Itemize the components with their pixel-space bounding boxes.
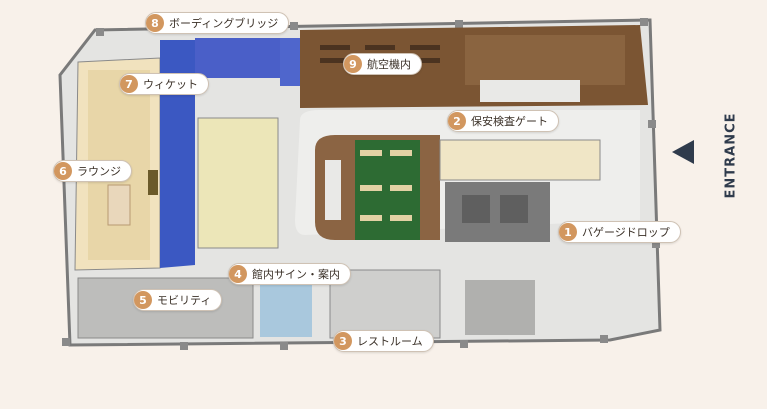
zone-name: 館内サイン・案内: [252, 268, 340, 281]
stair-room: [197, 117, 279, 249]
baggage-counter: [439, 139, 601, 181]
bridge-connector: [280, 38, 300, 86]
zone-label-wicket[interactable]: 7 ウィケット: [119, 73, 209, 95]
entrance-arrow-icon: [672, 140, 694, 164]
zone-name: 航空機内: [367, 58, 411, 71]
zone-number: 5: [134, 291, 152, 309]
bridge-upper: [195, 38, 280, 78]
sign-panel: [260, 275, 312, 337]
zone-label-security-gate[interactable]: 2 保安検査ゲート: [447, 110, 559, 132]
zone-name: ラウンジ: [77, 165, 121, 178]
entrance-label: ENTRANCE: [723, 112, 739, 199]
zone-number: 7: [120, 75, 138, 93]
lounge-plant: [148, 170, 158, 195]
stair-lower: [465, 280, 535, 335]
zone-name: 保安検査ゲート: [471, 115, 548, 128]
zone-number: 1: [559, 223, 577, 241]
zone-label-boarding-bridge[interactable]: 8 ボーディングブリッジ: [145, 12, 290, 34]
zone-name: バゲージドロップ: [582, 226, 670, 239]
zone-label-baggage-drop[interactable]: 1 バゲージドロップ: [558, 221, 681, 243]
entrance-marker: ENTRANCE: [668, 100, 739, 210]
restroom-block: [329, 269, 441, 339]
baggage-machines: [445, 182, 550, 242]
zone-name: モビリティ: [157, 294, 212, 307]
zone-label-signage[interactable]: 4 館内サイン・案内: [228, 263, 351, 285]
zone-number: 9: [344, 55, 362, 73]
zone-number: 6: [54, 162, 72, 180]
lounge-table: [107, 184, 131, 226]
zone-label-mobility[interactable]: 5 モビリティ: [133, 289, 223, 311]
boarding-bridge: [160, 40, 195, 268]
zone-label-lounge[interactable]: 6 ラウンジ: [53, 160, 132, 182]
zone-number: 2: [448, 112, 466, 130]
zone-number: 8: [146, 14, 164, 32]
cabin-galley: [480, 80, 580, 102]
zone-number: 3: [334, 332, 352, 350]
zone-number: 4: [229, 265, 247, 283]
zone-label-restroom[interactable]: 3 レストルーム: [333, 330, 434, 352]
zone-name: ウィケット: [143, 78, 198, 91]
zone-name: レストルーム: [357, 335, 423, 348]
security-lanes: [325, 150, 412, 221]
zone-label-aircraft-cabin[interactable]: 9 航空機内: [343, 53, 422, 75]
zone-name: ボーディングブリッジ: [169, 17, 279, 30]
cabin-window-panel: [465, 35, 625, 85]
